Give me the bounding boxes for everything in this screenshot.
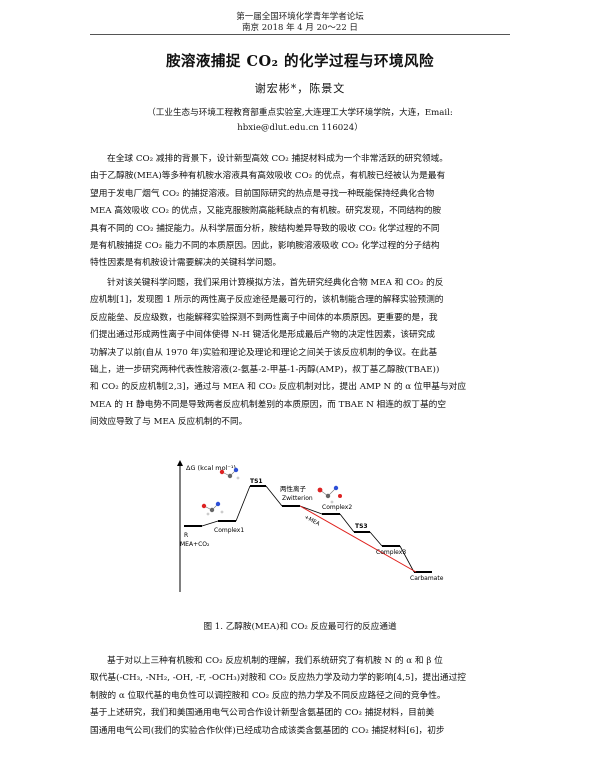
reaction-energy-diagram: ΔG (kcal mol⁻¹) R MEA+CO₂ Complex1 TS1 两… — [177, 460, 444, 592]
text-line: MEA 的 H 静电势不同是导致两者反应机制差别的本质原因，而 TBAE N 相… — [90, 399, 447, 410]
text-line: 针对该关键科学问题，我们采用计算模拟方法，首先研究经典化合物 MEA 和 CO₂… — [107, 278, 444, 288]
text-line: 国通用电气公司(我们的实验合作伙伴)已经成功合成该类含氨基团的 CO₂ 捕捉材料… — [90, 725, 445, 736]
text-line: 和 CO₂ 的反应机制[2,3]，通过与 MEA 和 CO₂ 反应机制对比，提出… — [90, 382, 467, 393]
figure-caption: 图 1. 乙醇胺(MEA)和 CO₂ 反应最可行的反应通道 — [203, 622, 397, 632]
text-line: 基于上述研究，我们和美国通用电气公司合作设计新型含氨基团的 CO₂ 捕捉材料，目… — [90, 708, 435, 719]
text-line: 应机制[1]，发现图 1 所示的两性离子反应途径是最可行的，该机制能合理的解释实… — [90, 295, 444, 306]
header-divider — [90, 34, 510, 35]
connector — [265, 485, 283, 507]
conference-date: 南京 2018 年 4 月 20～22 日 — [242, 23, 358, 33]
paragraph-mechanism: 针对该关键科学问题，我们采用计算模拟方法，首先研究经典化合物 MEA 和 CO₂… — [90, 275, 516, 432]
paragraph-substituents: 基于对以上三种有机胺和 CO₂ 反应机制的理解，我们系统研究了有机胺 N 的 α… — [90, 653, 516, 740]
label-complex3: Complex3 — [376, 549, 406, 556]
molecule-structure-complex1 — [201, 501, 224, 516]
connector — [299, 505, 323, 515]
text-line: 由于乙醇胺(MEA)等多种有机胺水溶液具有高效吸收 CO₂ 的优点，有机胺已经被… — [90, 171, 446, 182]
label-carbamate: Carbamate — [410, 575, 444, 582]
connector — [201, 520, 219, 527]
molecule-structure-ts1 — [219, 467, 240, 480]
label-zwitterion-cn: 两性离子 — [280, 484, 307, 493]
label-r: R — [184, 532, 188, 539]
molecule-structure-complex2 — [317, 485, 342, 504]
label-complex1: Complex1 — [214, 527, 244, 534]
text-line: MEA 高效吸收 CO₂ 的优点，又能克服胺附高能耗缺点的有机胺。研究发现，不同… — [90, 206, 442, 217]
text-line: 取代基(-CH₃, -NH₂, -OH, -F, -OCH₃)对胺和 CO₂ 反… — [90, 673, 466, 684]
text-line: 在全球 CO₂ 减排的背景下，设计新型高效 CO₂ 捕捉材料成为一个非常活跃的研… — [107, 154, 448, 164]
text-line: 具有不同的 CO₂ 捕捉能力。从科学层面分析，胺结构差异导致的吸收 CO₂ 化学… — [90, 223, 440, 234]
text-line: 们提出通过形成两性离子中间体使得 N-H 键活化是形成最后产物的决定性因素，该研… — [90, 330, 436, 341]
mea-pathway-line — [299, 505, 417, 573]
axis-arrow — [177, 460, 183, 466]
label-reactants: MEA+CO₂ — [180, 541, 210, 548]
affiliation-line-1: （工业生态与环境工程教育部重点实验室,大连理工大学环境学院，大连，Email: — [147, 108, 453, 118]
paper-authors: 谢宏彬*，陈景文 — [254, 82, 346, 95]
text-line: 特性因素是有机胺设计需要解决的关键科学问题。 — [90, 258, 282, 269]
text-line: 础上，进一步研究两种代表性胺溶液(2-氨基-2-甲基-1-丙醇(AMP)，叔丁基… — [90, 365, 440, 376]
text-line: 是有机胺捕捉 CO₂ 能力不同的本质原因。因此，影响胺溶液吸收 CO₂ 化学过程… — [90, 241, 440, 252]
connector — [339, 513, 355, 533]
connector — [235, 485, 251, 522]
text-line: 基于对以上三种有机胺和 CO₂ 反应机制的理解，我们系统研究了有机胺 N 的 α… — [107, 656, 443, 666]
paragraph-intro: 在全球 CO₂ 减排的背景下，设计新型高效 CO₂ 捕捉材料成为一个非常活跃的研… — [90, 151, 516, 273]
paper-title: 胺溶液捕捉 CO₂ 的化学过程与环境风险 — [165, 53, 435, 70]
connector — [369, 531, 383, 547]
y-axis-label: ΔG (kcal mol⁻¹) — [186, 464, 236, 472]
text-line: 反应能垒、反应级数，也能解释实验探测不到两性离子中间体的本质原因。更重要的是，我 — [90, 312, 438, 323]
conference-title: 第一届全国环境化学青年学者论坛 — [236, 12, 364, 22]
label-ts3: TS3 — [355, 523, 368, 530]
label-ts1: TS1 — [250, 478, 263, 485]
text-line: 功解决了以前(自从 1970 年)实验和理论及理论和理论之间关于该反应机制的争议… — [90, 347, 438, 358]
connector — [399, 545, 415, 573]
label-zwitterion: Zwitterion — [282, 495, 313, 502]
text-line: 间效应导致了与 MEA 反应机制的不同。 — [90, 417, 248, 428]
text-line: 望用于发电厂烟气 CO₂ 的捕捉溶液。目前国际研究的热点是寻找一种既能保持经典化… — [90, 188, 435, 199]
text-line: 制胺的 α 位取代基的电负性可以调控胺和 CO₂ 反应的热力学及不同反应路径之间… — [90, 690, 446, 701]
affiliation-line-2: hbxie@dlut.edu.cn 116024） — [237, 123, 363, 133]
label-complex2: Complex2 — [322, 504, 352, 511]
